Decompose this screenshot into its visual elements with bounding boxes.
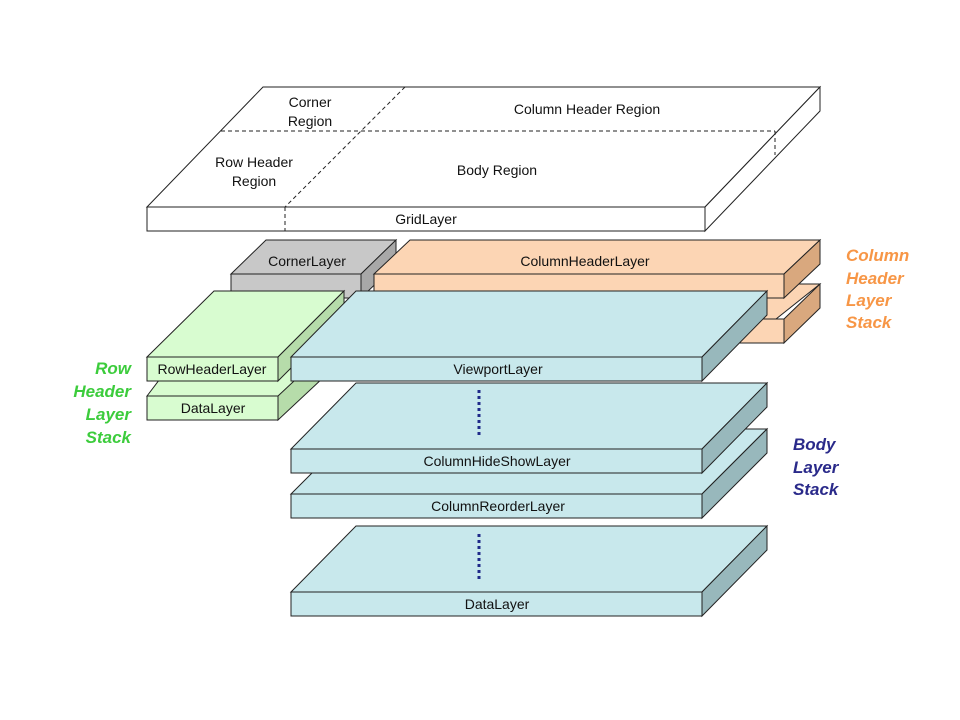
grid-layer-side [704,85,821,233]
column-hideshow-layer-slab: ColumnHideShowLayer [289,381,769,475]
column-reorder-layer-front [290,493,703,519]
corner-region-label-2: Region [288,113,332,129]
body-data-layer-label: DataLayer [465,596,530,612]
grid-layer-top [145,86,822,208]
column-header-back-side [783,282,821,345]
column-hideshow-layer-front [290,448,703,474]
row-header-layer-front [146,356,279,382]
column-reorder-layer-label: ColumnReorderLayer [431,498,565,514]
row-header-region-label-1: Row Header [215,154,293,170]
row-header-layer-label: RowHeaderLayer [158,361,267,377]
row-stack-line-3: Layer [86,405,133,424]
column-header-layer-slab: ColumnHeaderLayer [372,238,822,300]
grid-vertical-divider [284,86,406,208]
column-hideshow-layer-label: ColumnHideShowLayer [423,453,570,469]
row-stack-line-1: Row [95,359,133,378]
row-header-data-layer-front [146,395,279,421]
row-header-data-layer-label: DataLayer [181,400,246,416]
body-region-label: Body Region [457,162,537,178]
body-data-layer-slab: DataLayer [289,524,769,618]
row-stack-line-2: Header [73,382,132,401]
row-stack-line-4: Stack [86,428,133,447]
column-header-region-label: Column Header Region [514,101,660,117]
grid-layer-front [146,206,706,232]
col-stack-line-4: Stack [846,313,893,332]
corner-layer-slab: CornerLayer [229,238,398,300]
body-stack-label: Body Layer Stack [793,435,840,499]
body-data-layer-top [289,525,769,593]
grid-layer-label: GridLayer [395,211,457,227]
column-hideshow-layer-top [289,382,769,450]
col-stack-line-3: Layer [846,291,893,310]
viewport-layer-side [701,289,768,383]
body-data-layer-front [290,591,703,617]
column-hideshow-layer-side [701,381,768,475]
col-stack-line-2: Header [846,269,905,288]
col-stack-line-1: Column [846,246,909,265]
column-header-stack-label: Column Header Layer Stack [846,246,909,332]
corner-layer-label: CornerLayer [268,253,346,269]
viewport-layer-slab: ViewportLayer [289,289,769,383]
grid-layer-slab: Corner Region Column Header Region Row H… [145,85,822,233]
body-stack-line-1: Body [793,435,837,454]
column-reorder-layer-side [701,427,768,520]
corner-region-label-1: Corner [289,94,332,110]
column-header-layer-side [783,238,821,300]
viewport-layer-top [289,290,769,358]
column-header-layer-label: ColumnHeaderLayer [520,253,650,269]
body-data-layer-side [701,524,768,618]
row-header-stack-label: Row Header Layer Stack [73,359,132,447]
body-stack-line-3: Stack [793,480,840,499]
viewport-layer-label: ViewportLayer [453,361,543,377]
body-stack-line-2: Layer [793,458,840,477]
row-header-region-label-2: Region [232,173,276,189]
viewport-layer-front [290,356,703,382]
